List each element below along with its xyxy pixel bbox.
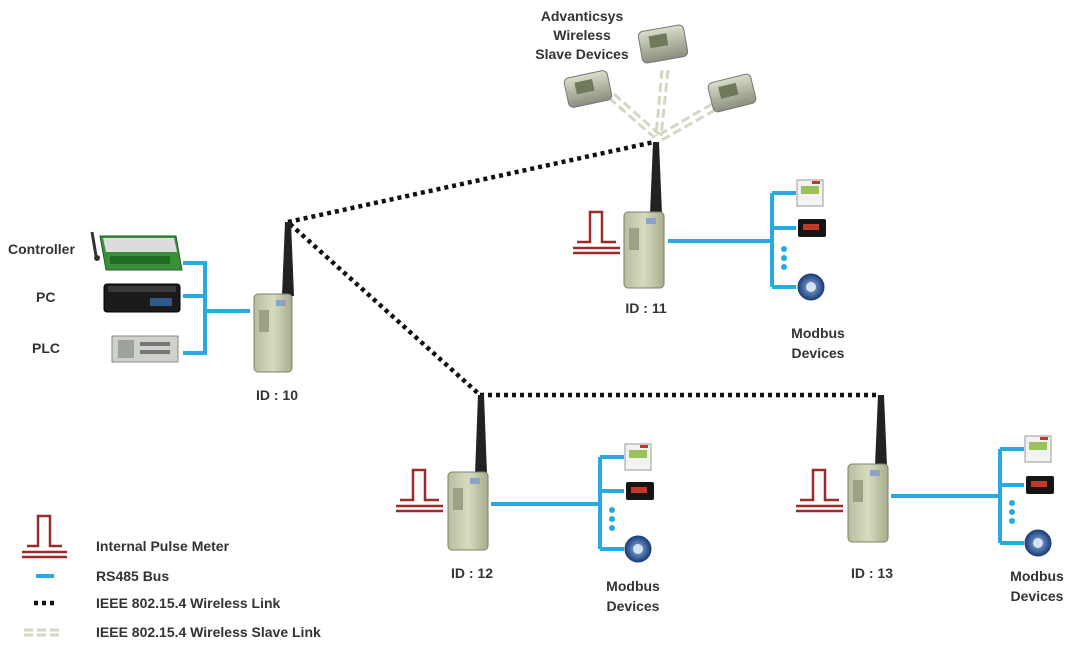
- controller-board-icon: [90, 231, 183, 271]
- slave-device-right: [707, 73, 757, 113]
- flow-meter-icon: [1024, 529, 1052, 557]
- pc-label: PC: [36, 289, 55, 305]
- modbus-devices-label-11b: Devices: [792, 345, 845, 361]
- pulse-meter-symbol-id11: [573, 210, 620, 255]
- modbus-devices-label-11a: Modbus: [791, 325, 845, 341]
- panel-meter-icon: [1026, 476, 1054, 494]
- router-module-id12: [447, 395, 489, 551]
- legend-rs485-label: RS485 Bus: [96, 568, 169, 584]
- energy-meter-icon: [624, 443, 652, 471]
- pulse-meter-symbol-id13: [796, 468, 843, 513]
- legend-slave-link-label: IEEE 802.15.4 Wireless Slave Link: [96, 624, 321, 640]
- legend-slave-link-icon: [24, 628, 62, 637]
- modbus-devices-label-13b: Devices: [1011, 588, 1064, 604]
- node-id-10: ID : 10: [256, 387, 298, 403]
- flow-meter-icon: [797, 273, 825, 301]
- legend-wireless-label: IEEE 802.15.4 Wireless Link: [96, 595, 281, 611]
- wireless-slave-links: [608, 69, 716, 143]
- panel-meter-icon: [626, 482, 654, 500]
- plc-icon: [111, 335, 179, 363]
- node-id-12: ID : 12: [451, 565, 493, 581]
- pulse-meter-symbol-id12: [396, 468, 443, 513]
- slave-devices-label-2: Wireless: [553, 27, 611, 43]
- flow-meter-icon: [624, 535, 652, 563]
- panel-meter-icon: [798, 219, 826, 237]
- energy-meter-icon: [1024, 435, 1052, 463]
- node-id-13: ID : 13: [851, 565, 893, 581]
- modbus-devices-label-12a: Modbus: [606, 578, 660, 594]
- rs485-buses: [183, 191, 1024, 551]
- legend-pulse-meter-icon: [22, 514, 67, 559]
- energy-meter-icon: [796, 179, 824, 207]
- router-module-id11: [623, 142, 665, 289]
- modbus-devices-label-13a: Modbus: [1010, 568, 1064, 584]
- plc-label: PLC: [32, 340, 60, 356]
- bus-ellipsis-dots: [609, 246, 1015, 531]
- slave-device-left: [563, 70, 613, 108]
- modbus-devices-label-12b: Devices: [607, 598, 660, 614]
- slave-device-center: [637, 24, 689, 64]
- legend: Internal Pulse Meter RS485 Bus IEEE 802.…: [22, 514, 321, 640]
- pc-box-icon: [103, 283, 181, 313]
- legend-pulse-meter-label: Internal Pulse Meter: [96, 538, 230, 554]
- router-module-id13: [847, 395, 889, 543]
- wireless-links: [287, 139, 880, 398]
- slave-devices-label-1: Advanticsys: [541, 8, 624, 24]
- router-module-id10: [253, 222, 294, 373]
- node-id-11: ID : 11: [625, 300, 666, 316]
- controller-label: Controller: [8, 241, 75, 257]
- slave-devices-label-3: Slave Devices: [535, 46, 629, 62]
